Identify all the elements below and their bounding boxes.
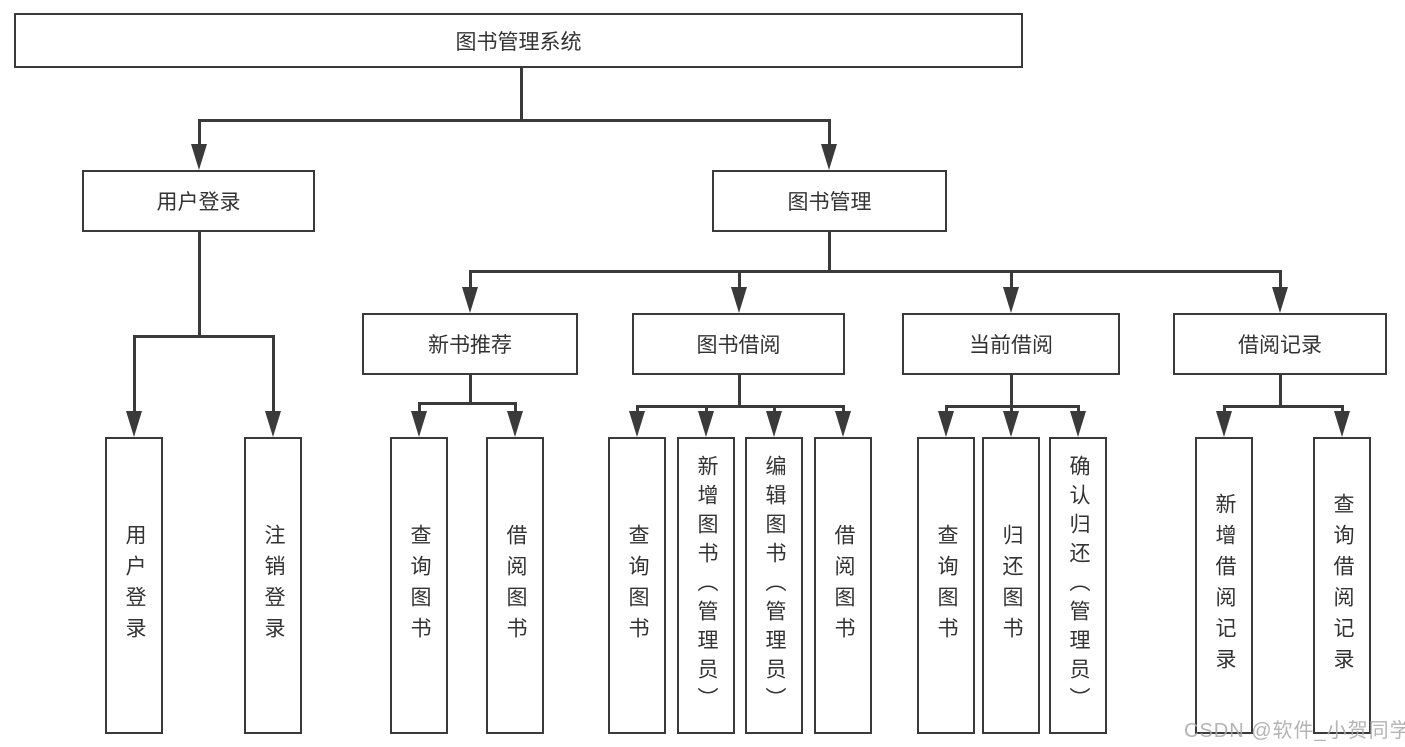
arrow-down-icon (1272, 287, 1288, 313)
arrow-down-icon (411, 411, 427, 437)
connector-line-vertical (1279, 271, 1282, 290)
connector-line-vertical (738, 271, 741, 290)
arrow-down-icon (1003, 411, 1019, 437)
leaf-return-books: 归还图书 (982, 437, 1040, 734)
connector-line-vertical (469, 375, 472, 405)
connector-line-horizontal (1223, 405, 1344, 408)
arrow-down-icon (191, 144, 207, 170)
node-borrowing-records: 借阅记录 (1173, 313, 1387, 375)
arrow-down-icon (265, 411, 281, 437)
leaf-borrow-books-borrowing: 借阅图书 (814, 437, 872, 734)
node-root-system: 图书管理系统 (14, 13, 1023, 68)
leaf-edit-books-admin: 编辑图书（管理员） (745, 437, 803, 734)
leaf-logout: 注销登录 (244, 437, 302, 734)
connector-line-horizontal (133, 335, 275, 338)
arrow-down-icon (821, 144, 837, 170)
node-book-borrowing: 图书借阅 (632, 313, 845, 375)
connector-line-vertical (418, 403, 421, 415)
connector-line-horizontal (198, 119, 831, 122)
leaf-add-borrow-record: 新增借阅记录 (1195, 437, 1253, 734)
arrow-down-icon (507, 411, 523, 437)
connector-line-vertical (1077, 406, 1080, 415)
connector-line-vertical (636, 406, 639, 415)
arrow-down-icon (938, 411, 954, 437)
leaf-borrow-books-recommend: 借阅图书 (486, 437, 544, 734)
arrow-down-icon (1003, 287, 1019, 313)
arrow-down-icon (126, 411, 142, 437)
connector-line-vertical (828, 120, 831, 150)
arrow-down-icon (629, 411, 645, 437)
node-current-borrowing: 当前借阅 (902, 313, 1120, 375)
connector-line-vertical (842, 406, 845, 415)
connector-line-vertical (1010, 406, 1013, 415)
connector-line-horizontal (945, 405, 1080, 408)
leaf-query-borrow-record: 查询借阅记录 (1313, 437, 1371, 734)
arrow-down-icon (462, 287, 478, 313)
arrow-down-icon (1070, 411, 1086, 437)
leaf-query-books-recommend: 查询图书 (390, 437, 448, 734)
connector-line-vertical (1279, 375, 1282, 408)
arrow-down-icon (731, 287, 747, 313)
csdn-watermark: CSDN @软件_小贺同学 (1184, 720, 1405, 742)
connector-line-vertical (133, 336, 136, 414)
connector-line-vertical (1223, 406, 1226, 415)
connector-line-vertical (272, 336, 275, 414)
leaf-confirm-return-admin: 确认归还（管理员） (1049, 437, 1107, 734)
connector-line-vertical (1010, 375, 1013, 408)
connector-line-vertical (828, 232, 831, 273)
leaf-query-books-borrowing: 查询图书 (608, 437, 666, 734)
connector-line-vertical (945, 406, 948, 415)
arrow-down-icon (835, 411, 851, 437)
connector-line-vertical (198, 232, 201, 338)
connector-line-vertical (738, 375, 741, 408)
connector-line-vertical (520, 68, 523, 121)
node-book-management-branch: 图书管理 (712, 170, 947, 232)
arrow-down-icon (766, 411, 782, 437)
connector-line-horizontal (636, 405, 845, 408)
connector-line-vertical (1010, 271, 1013, 290)
node-new-book-recommendation: 新书推荐 (362, 313, 578, 375)
connector-line-vertical (514, 403, 517, 415)
connector-line-vertical (705, 406, 708, 415)
connector-line-vertical (469, 271, 472, 290)
connector-line-horizontal (418, 402, 517, 405)
arrow-down-icon (1216, 411, 1232, 437)
connector-line-vertical (1341, 406, 1344, 415)
arrow-down-icon (1334, 411, 1350, 437)
leaf-user-login: 用户登录 (105, 437, 163, 734)
connector-line-vertical (198, 120, 201, 150)
connector-line-vertical (773, 406, 776, 415)
connector-line-horizontal (469, 270, 1282, 273)
leaf-query-books-current: 查询图书 (917, 437, 975, 734)
arrow-down-icon (698, 411, 714, 437)
node-user-login-branch: 用户登录 (82, 170, 315, 232)
leaf-add-books-admin: 新增图书（管理员） (677, 437, 735, 734)
